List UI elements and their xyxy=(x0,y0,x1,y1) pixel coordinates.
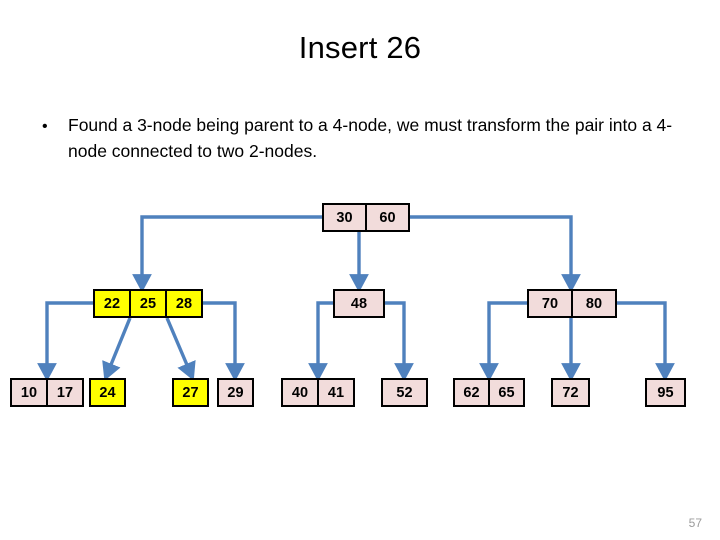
tree-node-62-65[interactable]: 62 65 xyxy=(453,378,525,407)
edge-node70-to-node95 xyxy=(617,301,675,382)
edge-root-to-node70 xyxy=(410,215,581,293)
tree-node-key: 95 xyxy=(657,384,674,401)
bullet-paragraph: • Found a 3-node being parent to a 4-nod… xyxy=(38,112,686,164)
page-title: Insert 26 xyxy=(298,30,422,65)
tree-node-key: 40 xyxy=(291,384,309,401)
tree-node-key: 80 xyxy=(571,291,615,316)
edge-node70-to-node62 xyxy=(479,301,527,382)
bullet-marker-icon: • xyxy=(42,118,48,135)
tree-node-29[interactable]: 29 xyxy=(217,378,254,407)
tree-node-key: 60 xyxy=(365,205,408,230)
tree-node-72[interactable]: 72 xyxy=(551,378,590,407)
tree-node-key: 65 xyxy=(488,380,523,405)
tree-node-key: 29 xyxy=(227,384,244,401)
edge-node22-to-node10 xyxy=(37,301,93,382)
tree-node-key: 48 xyxy=(350,295,368,312)
tree-node-key: 72 xyxy=(562,384,579,401)
tree-node-key: 10 xyxy=(20,384,38,401)
tree-node-52[interactable]: 52 xyxy=(381,378,428,407)
tree-node-24[interactable]: 24 xyxy=(89,378,126,407)
tree-node-30-60[interactable]: 30 60 xyxy=(322,203,410,232)
edge-node22-to-node29 xyxy=(203,301,245,382)
tree-node-key: 52 xyxy=(396,384,413,401)
tree-node-27[interactable]: 27 xyxy=(172,378,209,407)
tree-node-key: 28 xyxy=(165,291,201,316)
bullet-text: Found a 3-node being parent to a 4-node,… xyxy=(68,115,673,161)
tree-node-48[interactable]: 48 xyxy=(333,289,385,318)
edge-node22-to-node27 xyxy=(165,317,196,381)
tree-node-key: 25 xyxy=(129,291,165,316)
tree-node-40-41[interactable]: 40 41 xyxy=(281,378,355,407)
edge-node48-to-node40 xyxy=(308,301,333,382)
page-number: 57 xyxy=(688,516,702,530)
tree-node-key: 22 xyxy=(103,295,121,312)
tree-node-10-17[interactable]: 10 17 xyxy=(10,378,84,407)
tree-node-key: 62 xyxy=(463,384,480,401)
edge-root-to-node22 xyxy=(132,215,322,293)
tree-node-key: 41 xyxy=(317,380,353,405)
tree-node-key: 30 xyxy=(336,209,353,226)
tree-node-key: 24 xyxy=(99,384,116,401)
tree-node-70-80[interactable]: 70 80 xyxy=(527,289,617,318)
tree-node-key: 27 xyxy=(182,384,199,401)
tree-node-key: 70 xyxy=(541,295,559,312)
edge-node22-to-node24 xyxy=(102,317,132,381)
edge-node48-to-node52 xyxy=(385,301,414,382)
tree-node-key: 17 xyxy=(46,380,82,405)
tree-node-95[interactable]: 95 xyxy=(645,378,686,407)
